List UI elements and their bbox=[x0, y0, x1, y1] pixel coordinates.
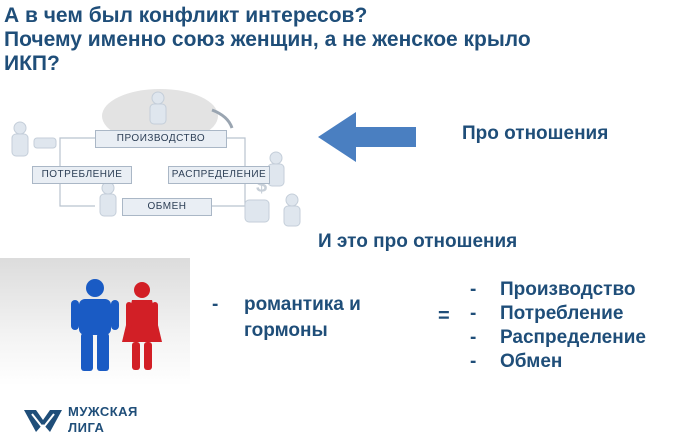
list-item-label: Производство bbox=[500, 279, 636, 300]
romance-line-1: романтика и bbox=[244, 294, 361, 315]
man-woman-icon bbox=[71, 279, 162, 371]
relations-label-2: И это про отношения bbox=[318, 231, 518, 252]
left-arrow-icon bbox=[318, 112, 416, 162]
list-dash: - bbox=[470, 351, 477, 372]
logo-mark-icon bbox=[24, 410, 62, 432]
economic-cycle-diagram: $ ПРОИЗВОДСТВО ПОТРЕБЛЕНИЕ РАСПРЕДЕЛЕНИЕ… bbox=[0, 88, 310, 238]
logo-text-line-1: МУЖСКАЯ bbox=[68, 404, 138, 419]
dollar-icon: $ bbox=[256, 175, 267, 197]
slide-title: А в чем был конфликт интересов? Почему и… bbox=[4, 4, 694, 76]
list-item-label: Распределение bbox=[500, 327, 646, 348]
man-icon bbox=[71, 279, 119, 371]
title-line-1: А в чем был конфликт интересов? bbox=[4, 4, 368, 27]
list-dash: - bbox=[470, 303, 477, 324]
connector-line bbox=[225, 137, 246, 166]
distribution-box: РАСПРЕДЕЛЕНИЕ bbox=[168, 166, 270, 184]
logo-text-line-2: ЛИГА bbox=[68, 420, 105, 435]
exchange-box: ОБМЕН bbox=[122, 198, 212, 216]
relations-label: Про отношения bbox=[462, 123, 609, 144]
connector-line bbox=[59, 137, 95, 166]
list-item-label: Потребление bbox=[500, 303, 624, 324]
consumption-box: ПОТРЕБЛЕНИЕ bbox=[32, 166, 132, 184]
romance-line-2: гормоны bbox=[244, 320, 328, 341]
title-line-2: Почему именно союз женщин, а не женское … bbox=[4, 28, 531, 51]
list-dash: - bbox=[470, 327, 477, 348]
connector-line bbox=[59, 184, 95, 207]
diagram-graphics: $ bbox=[11, 89, 301, 227]
cycle-arrow bbox=[211, 108, 234, 129]
production-box: ПРОИЗВОДСТВО bbox=[95, 130, 227, 148]
equals-sign: = bbox=[438, 305, 450, 327]
list-dash: - bbox=[212, 294, 219, 315]
list-item-label: Обмен bbox=[500, 351, 563, 372]
connector-line bbox=[210, 184, 246, 207]
title-line-3: ИКП? bbox=[4, 52, 60, 75]
people-figures-icon bbox=[11, 91, 301, 227]
list-dash: - bbox=[470, 279, 477, 300]
woman-icon bbox=[122, 282, 162, 370]
logo: МУЖСКАЯ ЛИГА bbox=[22, 404, 192, 438]
